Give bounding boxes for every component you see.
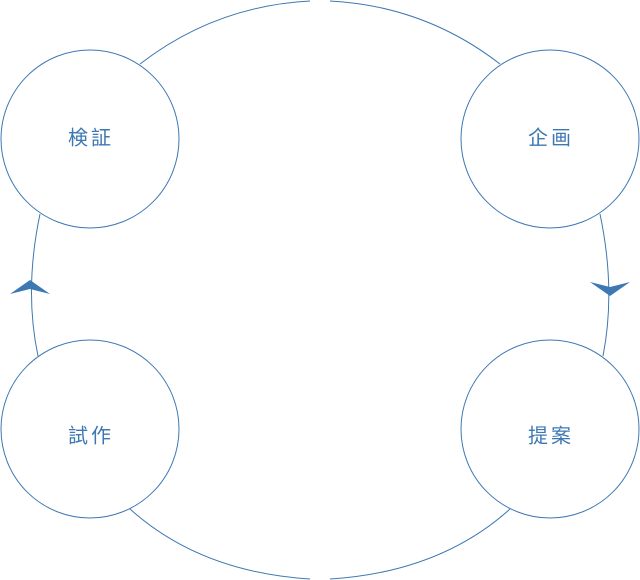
connector-bottom-right [329, 508, 511, 580]
node-shisaku-label: 試作 [68, 424, 114, 448]
node-kensho-circle [0, 49, 180, 229]
node-kikaku: 企画 [460, 49, 640, 229]
node-shisaku-circle [0, 339, 180, 519]
connector-bottom-left [129, 508, 311, 580]
node-kensho: 検証 [0, 49, 180, 229]
node-shisaku: 試作 [0, 339, 180, 519]
node-kikaku-label: 企画 [528, 126, 574, 150]
connector-top-right [329, 0, 501, 65]
node-teian: 提案 [460, 339, 640, 519]
connector-top-left [139, 0, 311, 65]
node-kensho-label: 検証 [68, 126, 114, 150]
arrow-down-icon [590, 282, 630, 296]
arrow-up-icon [10, 280, 50, 294]
node-teian-label: 提案 [528, 424, 574, 448]
node-teian-circle [460, 339, 640, 519]
node-kikaku-circle [460, 49, 640, 229]
